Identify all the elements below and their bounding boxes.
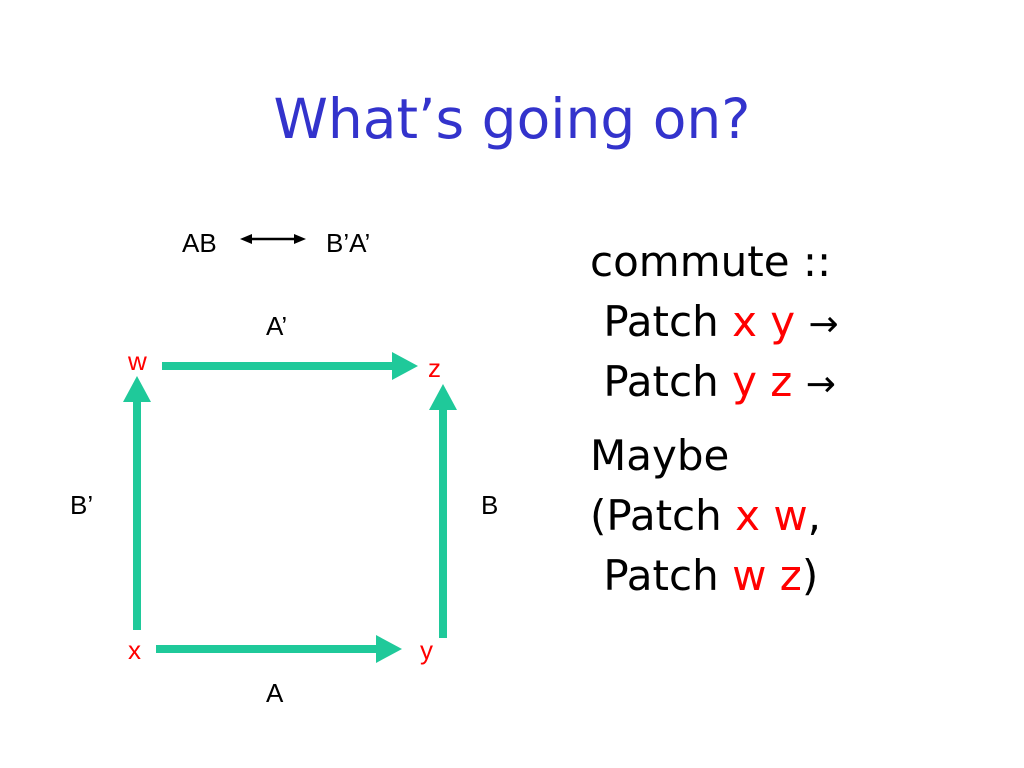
edge-top-label: A’ [266,311,287,341]
signature-line-6: Patch w z) [590,551,819,600]
signature-line-4: Maybe [590,431,730,480]
right-arrow-icon: → [808,304,839,345]
signature-line-1: commute :: [590,237,832,286]
node-x: x [128,635,141,665]
node-y: y [420,635,433,665]
edge-right-label: B [481,490,498,520]
type-var-w: w [732,551,767,600]
edge-right-arrow [429,384,457,638]
edge-left-arrow [123,376,151,630]
edge-top-arrow [162,352,418,380]
slide-title: What’s going on? [273,87,751,151]
edge-left-label: B’ [70,490,93,520]
type-var-z: z [779,551,802,600]
relation-left-label: AB [182,228,217,258]
type-var-x: x [735,491,760,540]
type-var-y: y [732,357,757,406]
commute-signature: commute :: Patch x y → Patch y z → Maybe… [590,232,839,606]
double-arrow-icon [240,234,306,244]
right-arrow-icon: → [805,364,836,405]
signature-line-5: (Patch x w, [590,491,822,540]
type-var-w: w [773,491,808,540]
type-var-z: z [770,357,793,406]
signature-line-2: Patch x y → [590,297,839,346]
signature-line-3: Patch y z → [590,357,836,406]
edge-bottom-label: A [266,678,284,708]
node-z: z [428,353,441,383]
type-var-x: x [732,297,757,346]
edge-bottom-arrow [156,635,402,663]
relation-right-label: B’A’ [326,228,370,258]
type-var-y: y [770,297,796,346]
node-w: w [127,346,147,376]
